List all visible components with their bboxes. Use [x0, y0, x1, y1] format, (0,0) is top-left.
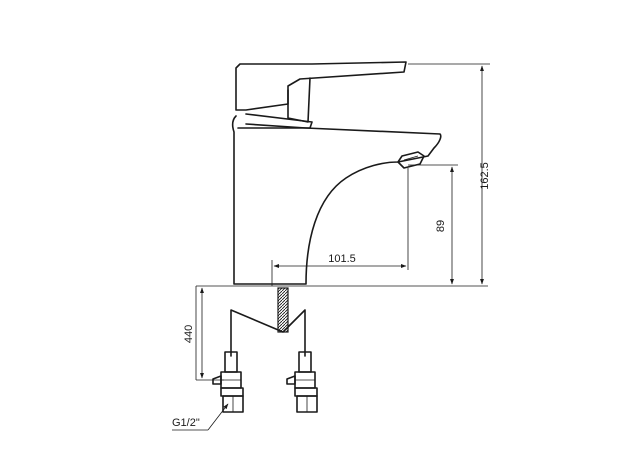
- dimension-total-height: 162.5: [479, 65, 491, 285]
- dimension-spout-height: 89: [435, 166, 454, 285]
- spout-height-label: 89: [435, 220, 447, 232]
- handle-base-plate: [237, 113, 313, 129]
- connector-left: [212, 351, 244, 413]
- dimension-hose-length: 440: [183, 286, 204, 380]
- body-and-spout: [231, 115, 442, 285]
- hose-left: [230, 309, 306, 357]
- thread-callout: G1/2": [172, 403, 229, 431]
- aerator-inner: [403, 155, 419, 161]
- total-height-label: 162.5: [479, 162, 491, 190]
- dimension-spout-reach: 101.5: [273, 253, 407, 268]
- connector-right: [286, 351, 318, 413]
- mounting-stud: [277, 287, 289, 333]
- thread-label: G1/2": [172, 417, 200, 429]
- hose-length-label: 440: [183, 325, 195, 343]
- handle-lever: [235, 61, 407, 111]
- spout-reach-label: 101.5: [328, 253, 356, 265]
- aerator: [397, 151, 425, 169]
- faucet-body: [231, 61, 442, 285]
